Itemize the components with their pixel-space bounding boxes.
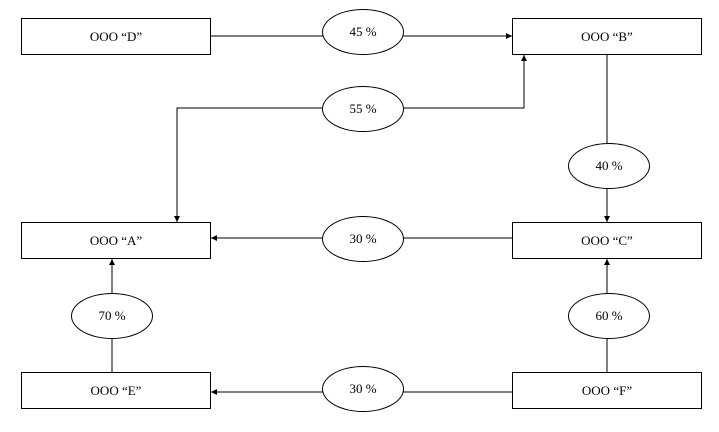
share-f-to-c-label: 60 % — [595, 308, 623, 323]
entity-a-box: ООО “A” — [21, 222, 211, 259]
entity-e-label: ООО “E” — [90, 382, 142, 398]
entity-a-label: ООО “A” — [89, 232, 143, 248]
entity-d-label: ООО “D” — [89, 28, 143, 44]
edge-a-to-b — [174, 55, 527, 222]
entity-e-box: ООО “E” — [21, 372, 211, 409]
entity-d-box: ООО “D” — [21, 18, 211, 55]
entity-f-box: ООО “F” — [512, 372, 702, 409]
share-f-to-c: 60 % — [568, 293, 650, 339]
share-f-to-e: 30 % — [322, 366, 404, 412]
share-e-to-a-label: 70 % — [98, 308, 126, 323]
entity-b-label: ООО “B” — [581, 28, 633, 44]
entity-f-label: ООО “F” — [581, 382, 633, 398]
share-b-to-c: 40 % — [568, 143, 650, 189]
share-a-to-b: 55 % — [322, 86, 404, 132]
share-c-to-a-label: 30 % — [349, 231, 377, 246]
entity-c-box: ООО “C” — [512, 222, 702, 259]
share-d-to-b-label: 45 % — [349, 24, 377, 39]
entity-c-label: ООО “C” — [581, 232, 633, 248]
share-b-to-c-label: 40 % — [595, 158, 623, 173]
share-d-to-b: 45 % — [322, 9, 404, 55]
share-a-to-b-label: 55 % — [349, 101, 377, 116]
entity-b-box: ООО “B” — [512, 18, 702, 55]
share-f-to-e-label: 30 % — [349, 381, 377, 396]
share-e-to-a: 70 % — [71, 293, 153, 339]
share-c-to-a: 30 % — [322, 216, 404, 262]
